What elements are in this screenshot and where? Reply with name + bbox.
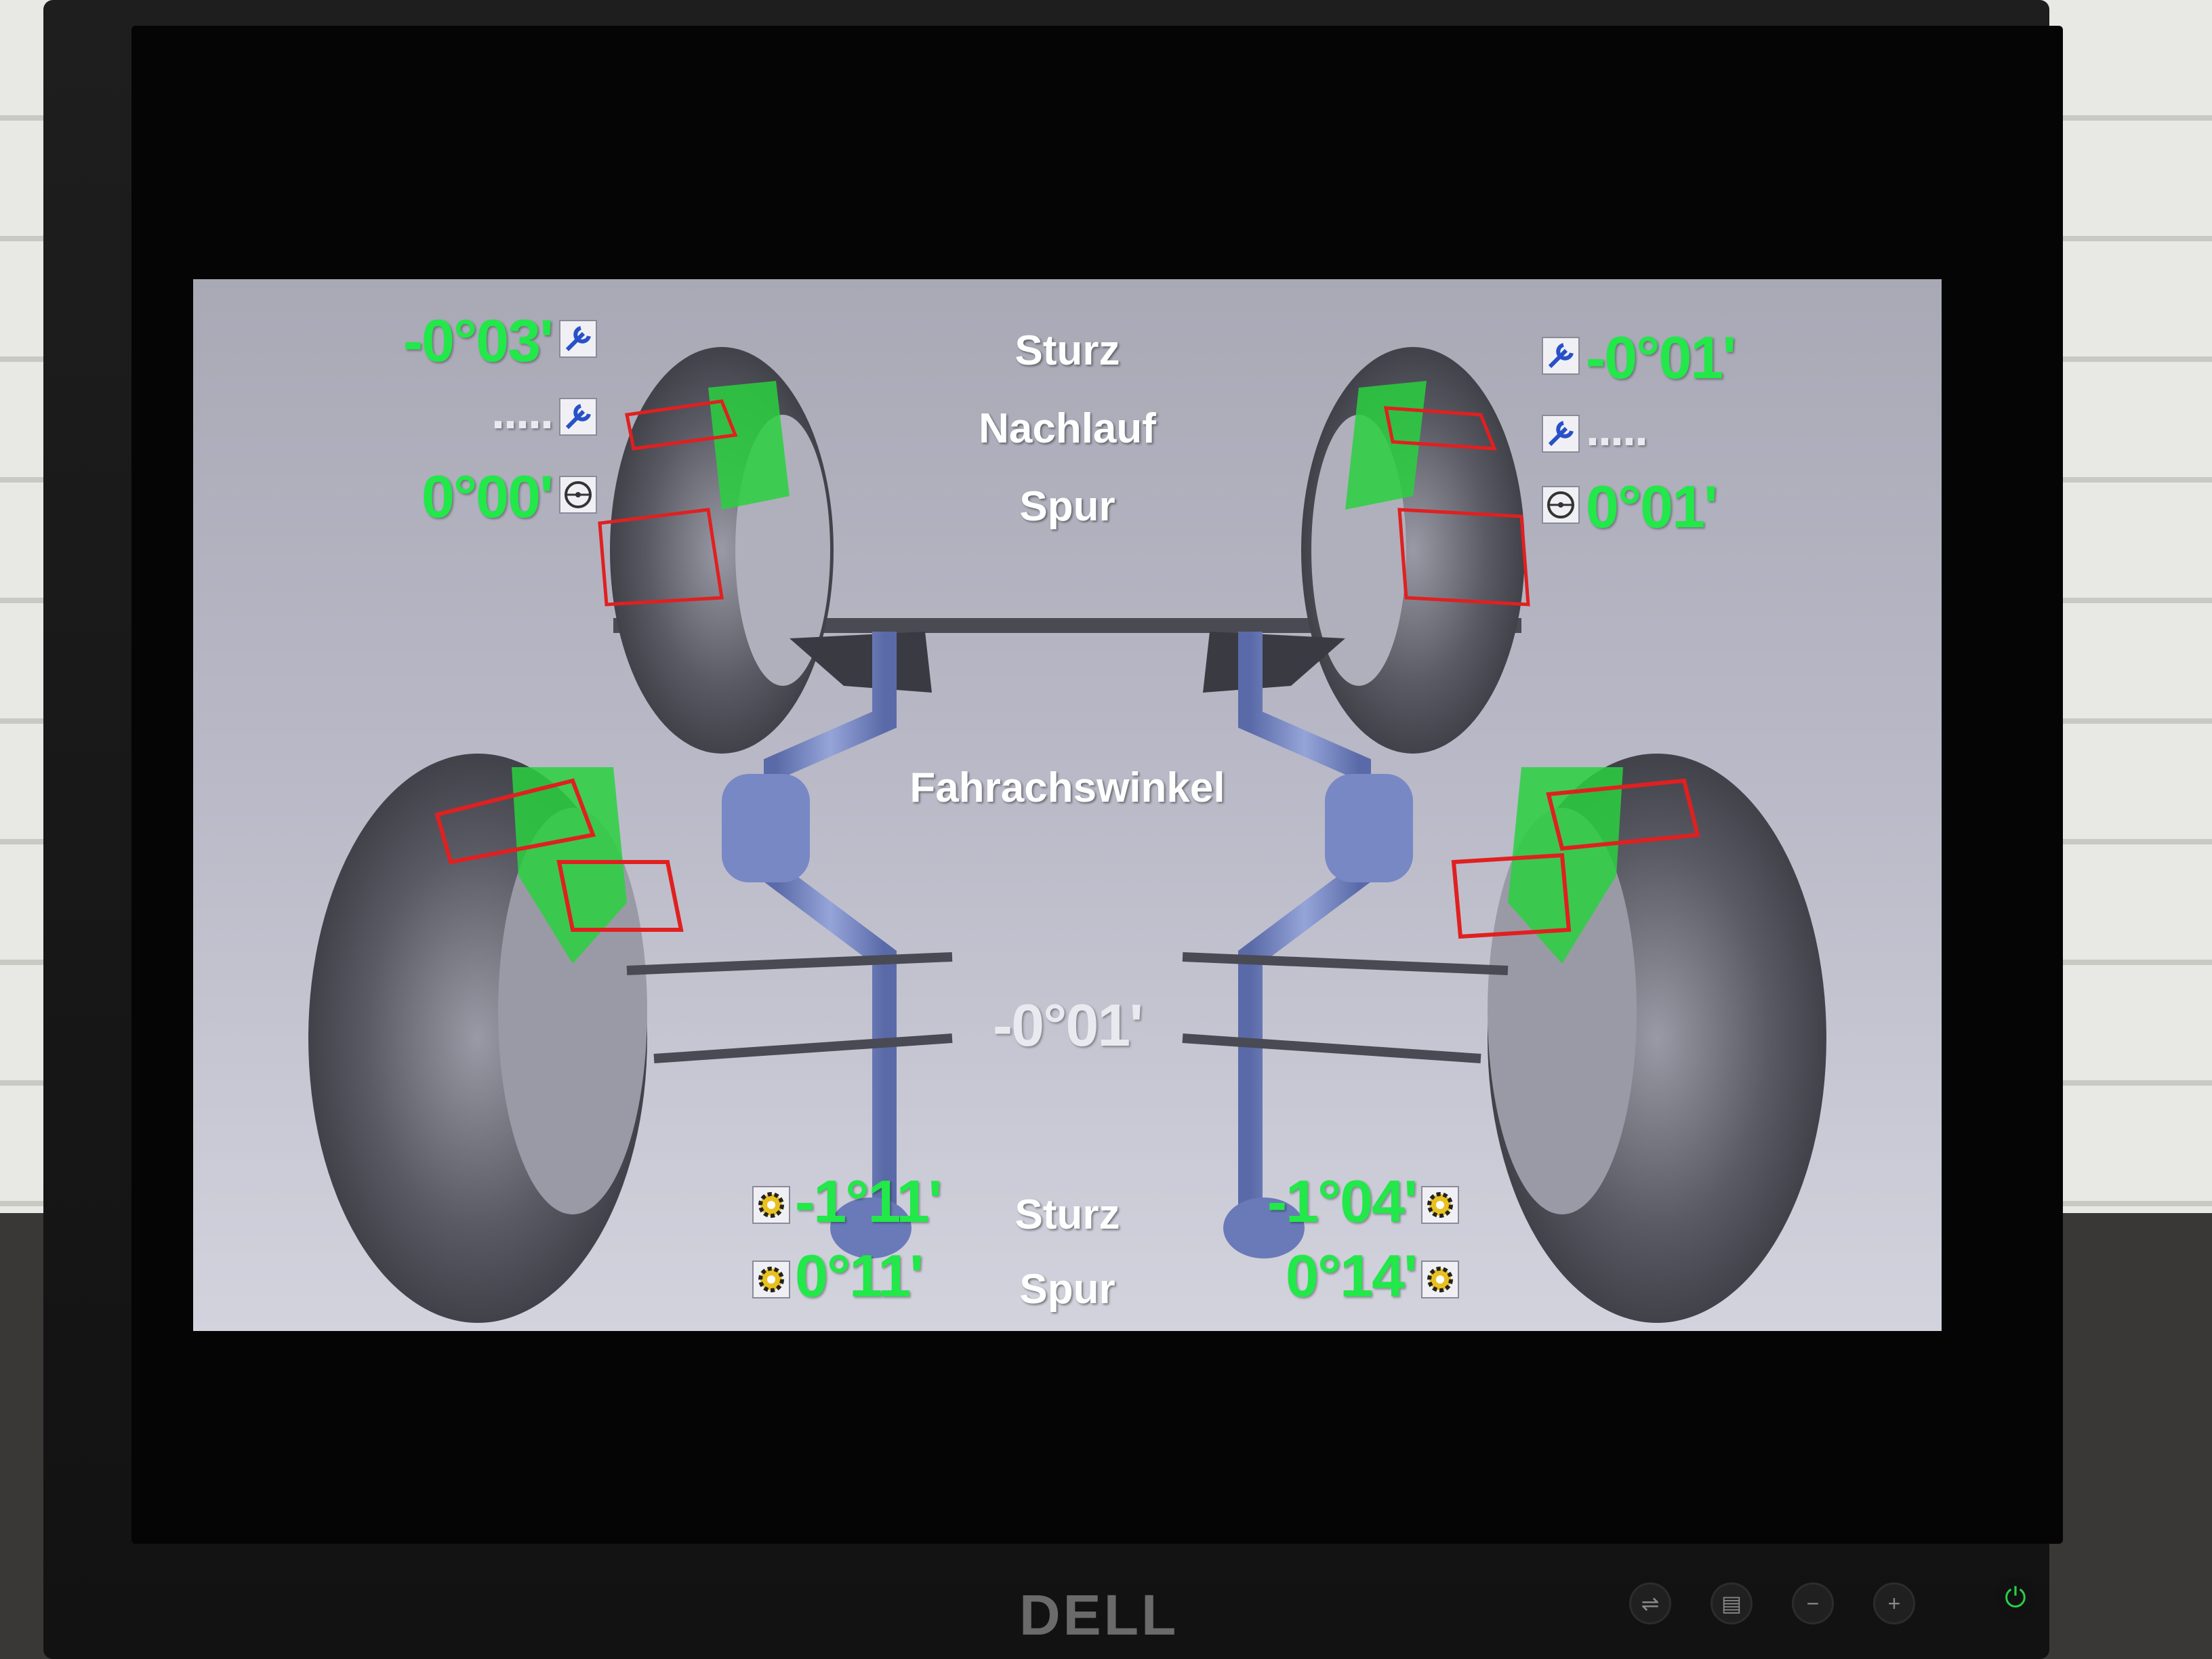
thrust-angle-label: Fahrachswinkel bbox=[909, 764, 1225, 811]
brand-logo: DELL bbox=[1019, 1583, 1179, 1647]
wrench-icon[interactable] bbox=[1542, 337, 1580, 375]
front-left-caster-value: ..... bbox=[491, 385, 554, 439]
front-toe-label: Spur bbox=[1019, 483, 1115, 530]
front-left-wheel bbox=[598, 347, 834, 754]
front-right-caster-value: ..... bbox=[1586, 402, 1648, 456]
wheel-target-icon[interactable] bbox=[1421, 1186, 1459, 1224]
front-left-camber-value: -0°03' bbox=[403, 307, 554, 374]
steering-rack bbox=[613, 618, 1521, 633]
exhaust-system bbox=[722, 632, 1413, 1258]
rear-right-camber-value: -1°04' bbox=[1267, 1168, 1418, 1235]
front-right-wheel bbox=[1301, 347, 1530, 754]
rear-right-toe-value: 0°14' bbox=[1286, 1242, 1418, 1309]
rear-toe-label: Spur bbox=[1019, 1266, 1115, 1313]
wheel-target-icon[interactable] bbox=[752, 1186, 790, 1224]
rear-camber-label: Sturz bbox=[1015, 1191, 1120, 1238]
vehicle-chassis-illustration bbox=[308, 347, 1826, 1323]
front-right-toe-value: 0°01' bbox=[1586, 473, 1718, 540]
front-left-toe-value: 0°00' bbox=[422, 463, 554, 530]
power-button[interactable]: ⏻ bbox=[1995, 1578, 2036, 1618]
menu-button[interactable]: ▤ bbox=[1711, 1582, 1753, 1624]
rear-left-toe-value: 0°11' bbox=[795, 1242, 924, 1309]
rear-right-wheel bbox=[1451, 754, 1826, 1323]
rear-suspension-links bbox=[626, 952, 1509, 1063]
wheel-target-icon[interactable] bbox=[1421, 1261, 1459, 1298]
front-right-camber-value: -0°01' bbox=[1586, 324, 1736, 391]
minus-button[interactable]: − bbox=[1792, 1582, 1834, 1624]
thrust-angle-value: -0°01' bbox=[992, 991, 1143, 1059]
rear-left-camber-value: -1°11' bbox=[795, 1168, 942, 1235]
front-camber-label: Sturz bbox=[1015, 327, 1120, 374]
plus-button[interactable]: + bbox=[1873, 1582, 1915, 1624]
input-button[interactable]: ⇌ bbox=[1629, 1582, 1671, 1624]
rear-left-wheel bbox=[308, 754, 684, 1323]
wrench-icon[interactable] bbox=[559, 320, 597, 358]
wrench-icon[interactable] bbox=[559, 398, 597, 436]
alignment-screen: Sturz Nachlauf Spur -0°03' ..... 0°00' -… bbox=[193, 279, 1942, 1331]
steering-wheel-icon[interactable] bbox=[559, 476, 597, 514]
steering-wheel-icon[interactable] bbox=[1542, 486, 1580, 524]
wrench-icon[interactable] bbox=[1542, 415, 1580, 453]
front-caster-label: Nachlauf bbox=[979, 405, 1156, 452]
wheel-target-icon[interactable] bbox=[752, 1261, 790, 1298]
